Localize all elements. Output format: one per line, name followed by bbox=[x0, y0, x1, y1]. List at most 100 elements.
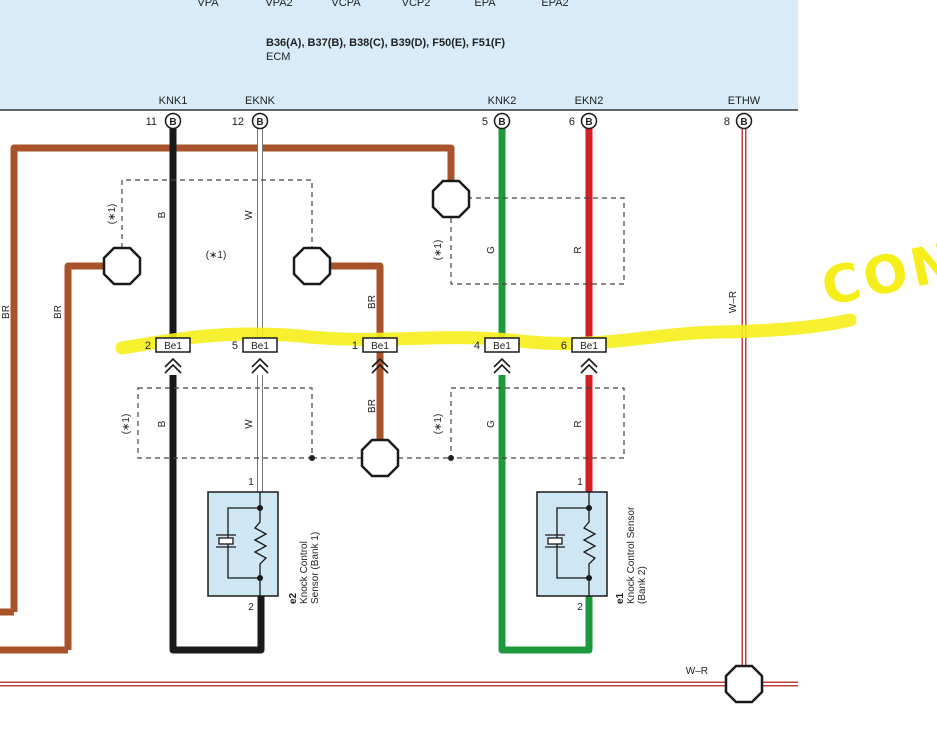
connector-box bbox=[242, 337, 278, 353]
connector-label: Be1 bbox=[580, 341, 598, 352]
sensor-pin-bottom: 2 bbox=[248, 602, 254, 613]
wire-label-br: BR bbox=[53, 305, 64, 319]
junction-dot bbox=[448, 455, 454, 461]
pin-number: 5 bbox=[482, 116, 488, 128]
sensor-node bbox=[257, 575, 263, 581]
br-wire-right bbox=[312, 262, 384, 339]
ecm-box bbox=[0, 0, 798, 110]
shield-box-upper-right bbox=[450, 197, 625, 285]
sensor-name: Knock Control bbox=[299, 541, 310, 604]
sensor-name2: Sensor (Bank 1) bbox=[310, 532, 321, 604]
pin-circle bbox=[251, 112, 269, 130]
connector-chevron-icon bbox=[164, 357, 182, 374]
ecm-pin-knk2: 5 B bbox=[482, 112, 511, 130]
ecm-pin-eknk: 12 B bbox=[232, 112, 269, 130]
connector-number: 2 bbox=[145, 340, 151, 352]
shield-box-upper-left bbox=[121, 179, 313, 248]
pin-conn: B bbox=[169, 117, 176, 128]
shield-note: (∗1) bbox=[433, 240, 444, 261]
top-label: EPA bbox=[474, 0, 496, 9]
pin-number: 8 bbox=[724, 116, 730, 128]
sensor-node bbox=[586, 505, 592, 511]
wr-wire bbox=[0, 127, 798, 687]
pin-name-eknk: EKNK bbox=[245, 95, 276, 107]
pin-conn: B bbox=[740, 117, 747, 128]
connector-label: Be1 bbox=[251, 341, 269, 352]
connector-chevron-icon bbox=[580, 357, 598, 374]
connector-box bbox=[571, 337, 607, 353]
pin-number: 11 bbox=[146, 116, 157, 128]
sensor-id: e2 bbox=[288, 592, 299, 604]
wire-label-g: G bbox=[486, 420, 497, 428]
pin-name-knk2: KNK2 bbox=[488, 95, 517, 107]
shield-note: (∗1) bbox=[206, 250, 227, 261]
highlight-scribble bbox=[115, 313, 857, 355]
g-wire-lower bbox=[498, 375, 593, 654]
connector-number: 6 bbox=[561, 340, 567, 352]
top-label: VCP2 bbox=[402, 0, 431, 9]
pin-circle bbox=[164, 112, 182, 130]
top-label: VCPA bbox=[331, 0, 361, 9]
ecm-pin-knk1: 11 B bbox=[146, 112, 182, 130]
connector-chevron-icon bbox=[251, 357, 269, 374]
pin-number: 6 bbox=[569, 116, 575, 128]
top-label: EPA2 bbox=[541, 0, 568, 9]
knock-sensor-bank2: 1 2 e1 Knock Control Sensor (Bank 2) bbox=[536, 477, 648, 613]
sensor-id: e1 bbox=[615, 592, 626, 604]
connector-list: B36(A), B37(B), B38(C), B39(D), F50(E), … bbox=[266, 37, 505, 49]
shield-note: (∗1) bbox=[121, 414, 132, 435]
pin-circle bbox=[493, 112, 511, 130]
connector-box bbox=[155, 337, 191, 353]
g-wire bbox=[498, 127, 593, 654]
wire-label-w: W bbox=[244, 210, 255, 220]
wire-label-w-r-bottom: W–R bbox=[686, 666, 708, 677]
wire-label-b: B bbox=[157, 420, 168, 427]
sensor-node bbox=[586, 575, 592, 581]
pin-conn: B bbox=[498, 117, 505, 128]
wire-label-r: R bbox=[573, 246, 584, 253]
br-wire-outer bbox=[10, 144, 455, 612]
connector-number: 1 bbox=[352, 340, 358, 352]
wire-label-w: W bbox=[244, 419, 255, 429]
pin-circle bbox=[735, 112, 753, 130]
pin-circle bbox=[580, 112, 598, 130]
connector-box bbox=[362, 337, 398, 353]
ground-octagon bbox=[724, 664, 764, 704]
shield-ground-octagon bbox=[360, 438, 400, 478]
connector-be1-1: 1 Be1 bbox=[352, 337, 398, 374]
ecm-pin-ekn2: 6 B bbox=[569, 112, 598, 130]
br-wire-inner bbox=[64, 262, 122, 650]
shield-box-lower-left bbox=[137, 387, 313, 459]
sensor-pin-bottom: 2 bbox=[577, 602, 583, 613]
connector-label: Be1 bbox=[371, 341, 389, 352]
top-labels: VPA VPA2 VCPA VCP2 EPA EPA2 bbox=[197, 0, 568, 9]
shield-ground-octagon bbox=[292, 246, 332, 286]
shield-ground-octagon bbox=[102, 246, 142, 286]
shield-ground-octagon bbox=[431, 179, 471, 219]
wire-label-b: B bbox=[157, 211, 168, 218]
ecm-pins: 11 B 12 B 5 B 6 B 8 B bbox=[146, 112, 753, 130]
pin-number: 12 bbox=[232, 116, 244, 128]
connector-box bbox=[484, 337, 520, 353]
handwritten-annotation: CON bbox=[817, 231, 937, 318]
connector-label: Be1 bbox=[493, 341, 511, 352]
pin-labels: KNK1 EKNK KNK2 EKN2 ETHW bbox=[159, 95, 761, 107]
connector-be1-2: 2 Be1 bbox=[145, 337, 191, 374]
connector-be1-4: 4 Be1 bbox=[474, 337, 520, 374]
connector-chevron-icon bbox=[493, 357, 511, 374]
pin-name-knk1: KNK1 bbox=[159, 95, 188, 107]
connector-chevron-icon bbox=[371, 357, 389, 374]
pin-name-ethw: ETHW bbox=[728, 95, 761, 107]
wire-label-r: R bbox=[573, 420, 584, 427]
wire-label-br: BR bbox=[367, 399, 378, 413]
top-label: VPA bbox=[197, 0, 219, 9]
wire-label-g: G bbox=[486, 246, 497, 254]
sensor-name2: (Bank 2) bbox=[637, 566, 648, 604]
sensor-pin-top: 1 bbox=[248, 477, 254, 488]
connector-number: 4 bbox=[474, 340, 480, 352]
wire-label-w-r: W–R bbox=[728, 291, 739, 313]
octagons bbox=[102, 179, 764, 704]
shield-note: (∗1) bbox=[433, 414, 444, 435]
